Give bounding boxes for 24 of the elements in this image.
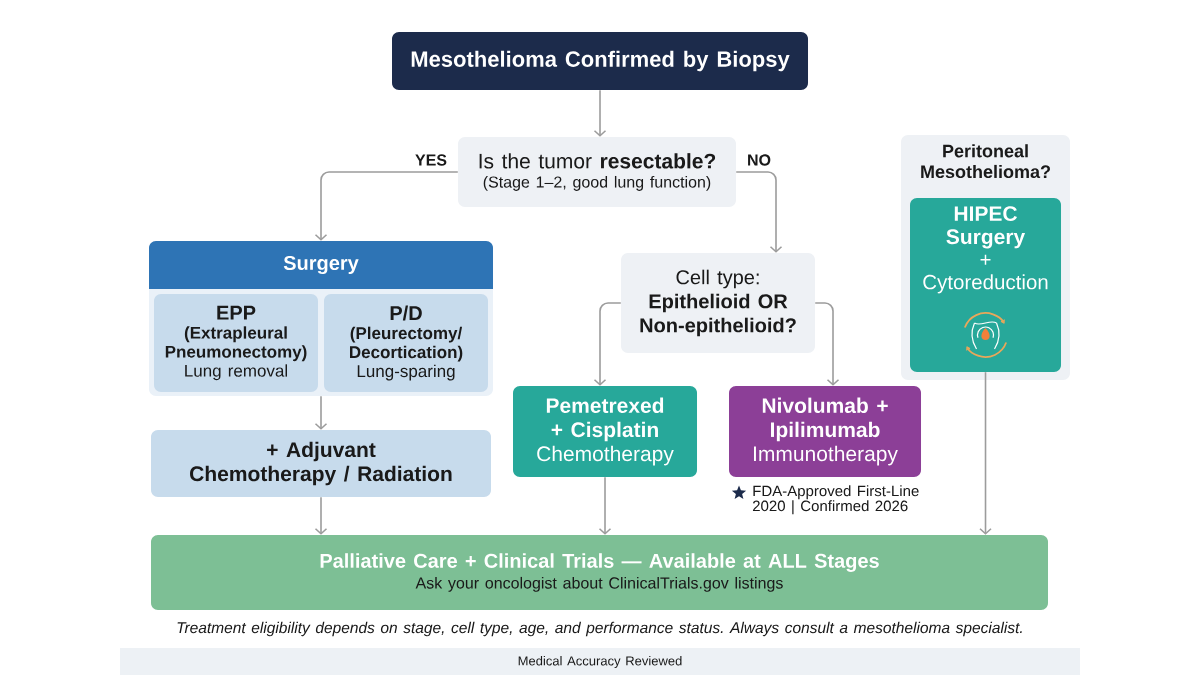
decision-box: Is the tumor resectable? (Stage 1–2, good lung function) bbox=[458, 137, 736, 207]
treatment-box: HIPEC Surgery + Cytoreduction bbox=[910, 198, 1061, 372]
arrow bbox=[593, 302, 622, 386]
decision-box: Cell type: Epithelioid OR Non-epithelioid? bbox=[621, 253, 815, 353]
edge-label: NO bbox=[745, 152, 773, 168]
info-banner: Palliative Care + Clinical Trials — Available at ALL Stages Ask your oncologist about ClinicalTrials.gov listings bbox=[151, 535, 1048, 610]
process-box: + Adjuvant Chemotherapy / Radiation bbox=[151, 430, 491, 497]
option-box: EPP (Extrapleural Pneumonectomy) Lung removal bbox=[154, 294, 318, 392]
caption: Treatment eligibility depends on stage, cell type, age, and performance status. Always consult a mesothelioma specialist. bbox=[177, 621, 1022, 637]
arrow bbox=[593, 89, 607, 137]
start-box: Mesothelioma Confirmed by Biopsy bbox=[392, 32, 808, 90]
arrow bbox=[814, 302, 840, 386]
arrow bbox=[735, 171, 783, 253]
footer-band: Medical Accuracy Reviewed bbox=[120, 648, 1080, 675]
arrow bbox=[314, 395, 328, 430]
arrow bbox=[314, 171, 459, 241]
arrow bbox=[598, 476, 612, 535]
note-text: FDA-Approved First-Line 2020 | Confirmed 2026 bbox=[752, 485, 919, 515]
edge-label: YES bbox=[413, 152, 449, 168]
treatment-box: Nivolumab + Ipilimumab Immunotherapy bbox=[729, 386, 921, 477]
option-box: P/D (Pleurectomy/ Decortication) Lung-sparing bbox=[324, 294, 488, 392]
treatment-box: Pemetrexed + Cisplatin Chemotherapy bbox=[513, 386, 697, 477]
arrow bbox=[979, 371, 992, 535]
arrow bbox=[314, 496, 328, 535]
